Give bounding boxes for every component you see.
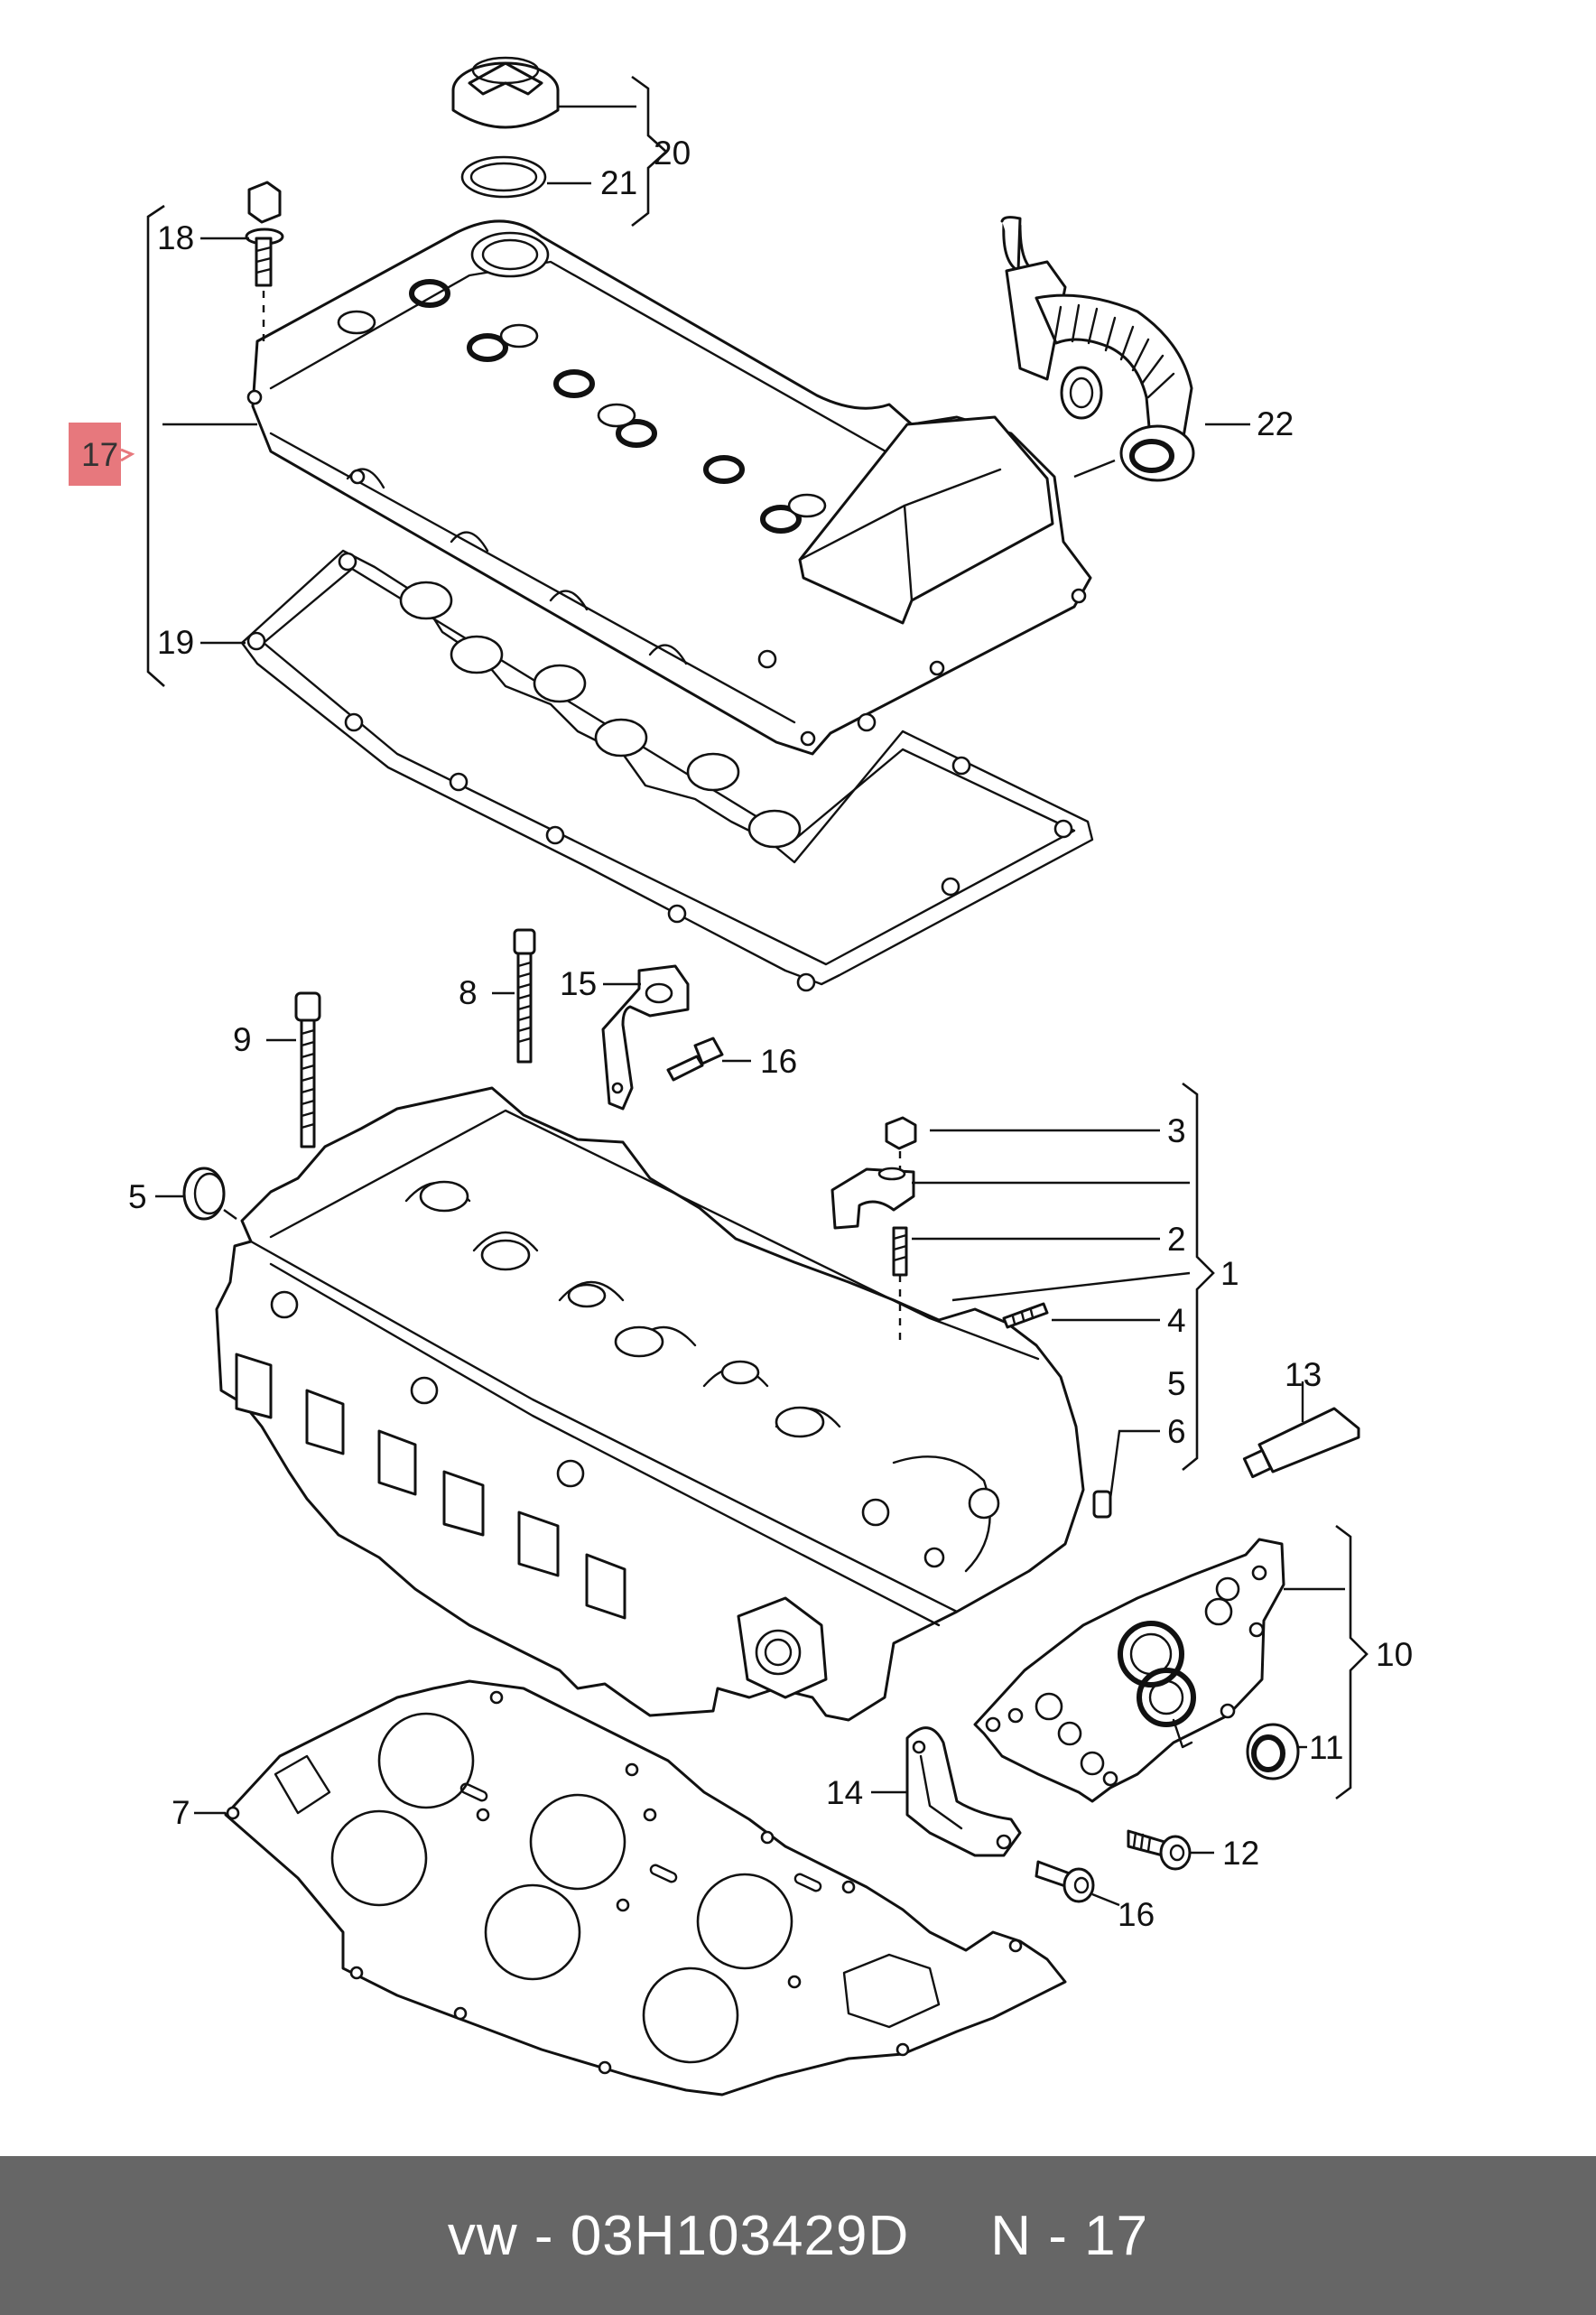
bolt-lower[interactable] [1035,1860,1095,1903]
callout-19: 19 [157,624,194,661]
callout-6: 6 [1167,1413,1186,1450]
cylinder-head[interactable] [215,1086,1085,1722]
part-number-footer: vw - 03H103429D N - 17 [0,2156,1596,2315]
callout-13: 13 [1285,1356,1322,1393]
cover-screw[interactable] [1127,1829,1192,1871]
callout-8: 8 [459,974,478,1011]
sealing-plug[interactable] [182,1167,226,1221]
cylinder-head-bolt[interactable] [294,991,321,1148]
position-prefix: N [990,2204,1032,2267]
brand-label: vw [447,2204,518,2267]
position-number: 17 [1084,2204,1149,2267]
callout-17-highlight [69,423,121,486]
callout-7: 7 [172,1794,190,1831]
callout-4: 4 [1167,1302,1186,1339]
stud[interactable] [1002,1302,1049,1329]
callout-10: 10 [1376,1636,1413,1673]
support-bracket[interactable] [601,964,690,1111]
position-separator: - [1048,2204,1068,2267]
end-cover[interactable] [973,1538,1285,1803]
callout-5-right: 5 [1167,1365,1186,1402]
dowel-sleeve[interactable] [1092,1490,1112,1519]
cylinder-head-cover[interactable] [246,219,1092,756]
callout-21: 21 [600,164,637,201]
crankcase-breather-hose[interactable] [1000,216,1195,482]
bearing-cap-bolt[interactable] [885,1116,917,1150]
oil-filler-cap[interactable] [451,56,560,129]
callout-18: 18 [157,219,194,256]
cylinder-head-gasket[interactable] [224,1679,1067,2097]
callout-16-upper: 16 [760,1043,797,1080]
brand-separator: - [534,2204,554,2267]
camshaft-bearing-cap[interactable] [830,1167,915,1230]
callout-15: 15 [560,965,597,1002]
callout-3: 3 [1167,1112,1186,1149]
callout-17[interactable]: 17 [81,436,118,473]
filler-cap-seal-ring[interactable] [460,155,547,199]
callout-20: 20 [654,135,691,172]
part-number: 03H103429D [570,2204,910,2267]
callout-14: 14 [826,1774,863,1811]
callout-2: 2 [1167,1221,1186,1258]
bearing-cap-stud[interactable] [892,1226,908,1277]
sealant-tube[interactable] [1242,1407,1360,1479]
callout-1: 1 [1220,1255,1239,1292]
callout-16-lower: 16 [1118,1896,1155,1933]
head-bolt-short[interactable] [513,928,536,1064]
shaft-seal[interactable] [1246,1723,1300,1780]
guide-bracket[interactable] [905,1726,1022,1857]
callout-22: 22 [1257,405,1294,442]
callout-11: 11 [1309,1729,1343,1766]
bolt-upper[interactable] [666,1037,724,1082]
cylinder-head-cover-gasket[interactable] [240,549,1094,992]
callout-5-left: 5 [128,1178,147,1215]
callout-12: 12 [1222,1835,1259,1872]
parts-diagram: 20 21 18 17 19 22 8 15 9 16 5 3 2 1 4 5 … [69,56,1413,2097]
callout-9: 9 [233,1021,252,1058]
cover-bolt[interactable] [245,181,284,287]
